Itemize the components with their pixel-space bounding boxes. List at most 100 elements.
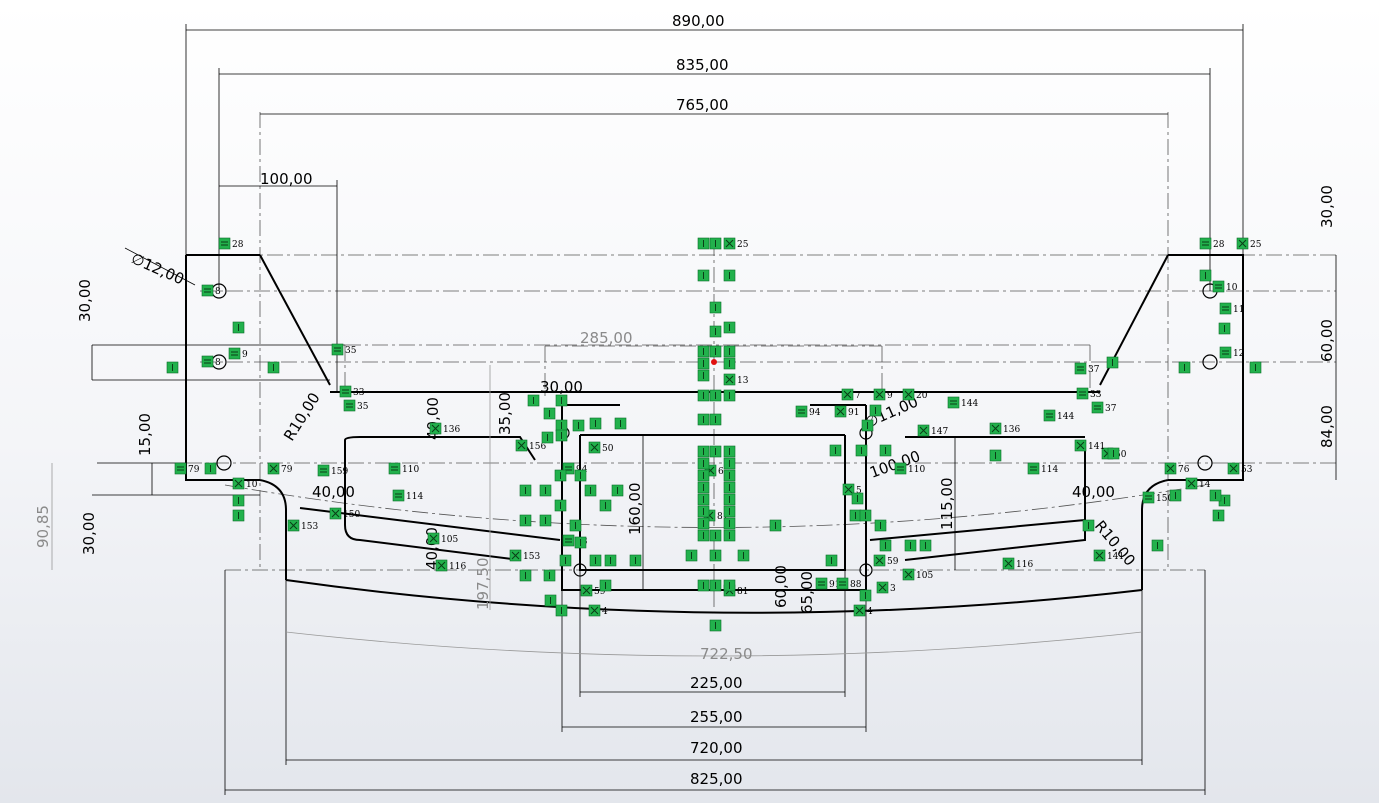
relation-marker-icon[interactable] — [232, 494, 245, 507]
relation-marker-icon[interactable] — [829, 444, 842, 457]
relation-fix-icon[interactable]: 4 — [853, 604, 873, 617]
dim-r10-left[interactable]: R10,00 — [280, 389, 324, 444]
relation-fix-icon[interactable]: 141 — [1074, 439, 1105, 452]
relation-marker-icon[interactable] — [697, 345, 710, 358]
dim-30-right[interactable]: 30,00 — [1318, 185, 1336, 228]
relation-fix-icon[interactable]: 116 — [1002, 557, 1033, 570]
relation-horizontal-icon[interactable]: 28 — [218, 237, 244, 250]
relation-marker-icon[interactable] — [589, 554, 602, 567]
relation-marker-icon[interactable] — [589, 417, 602, 430]
relation-marker-icon[interactable] — [879, 444, 892, 457]
dim-phi12[interactable]: ∅12,00 — [128, 249, 186, 288]
relation-horizontal-icon[interactable]: 28 — [1199, 237, 1225, 250]
relation-marker-icon[interactable] — [697, 579, 710, 592]
relation-marker-icon[interactable] — [539, 484, 552, 497]
relation-marker-icon[interactable] — [519, 484, 532, 497]
relation-marker-icon[interactable] — [723, 357, 736, 370]
relation-marker-icon[interactable] — [574, 536, 587, 549]
relation-marker-icon[interactable] — [629, 554, 642, 567]
relation-horizontal-icon[interactable]: 35 — [331, 343, 357, 356]
relation-marker-icon[interactable] — [232, 321, 245, 334]
relation-fix-icon[interactable]: 13 — [723, 373, 749, 386]
relation-fix-icon[interactable]: 150 — [329, 507, 360, 520]
relation-marker-icon[interactable] — [879, 539, 892, 552]
relation-marker-icon[interactable] — [709, 389, 722, 402]
relation-horizontal-icon[interactable]: 11 — [1219, 302, 1244, 315]
relation-marker-icon[interactable] — [723, 457, 736, 470]
dim-65-center[interactable]: 65,00 — [798, 571, 816, 614]
relation-fix-icon[interactable]: 79 — [267, 462, 293, 475]
relation-marker-icon[interactable] — [723, 579, 736, 592]
relation-marker-icon[interactable] — [723, 469, 736, 482]
relation-fix-icon[interactable]: 153 — [287, 519, 318, 532]
relation-marker-icon[interactable] — [559, 554, 572, 567]
dim-722-50[interactable]: 722,50 — [700, 645, 753, 663]
relation-marker-icon[interactable] — [723, 445, 736, 458]
relation-horizontal-icon[interactable]: 35 — [343, 399, 369, 412]
relation-fix-icon[interactable]: 10 — [232, 477, 258, 490]
relation-fix-icon[interactable]: 20 — [902, 388, 928, 401]
relation-marker-icon[interactable] — [614, 417, 627, 430]
relation-horizontal-icon[interactable]: 110 — [894, 462, 925, 475]
relation-marker-icon[interactable] — [709, 325, 722, 338]
relation-fix-icon[interactable]: 3 — [876, 581, 896, 594]
relation-horizontal-icon[interactable]: 144 — [1043, 409, 1074, 422]
relation-marker-icon[interactable] — [723, 269, 736, 282]
relation-fix-icon[interactable]: 147 — [917, 424, 948, 437]
relation-marker-icon[interactable] — [604, 554, 617, 567]
relation-horizontal-icon[interactable]: 8 — [201, 355, 221, 368]
relation-fix-icon[interactable]: 4 — [588, 604, 608, 617]
relation-marker-icon[interactable] — [697, 389, 710, 402]
dim-285[interactable]: 285,00 — [580, 329, 633, 347]
relation-horizontal-icon[interactable]: 150 — [1142, 491, 1173, 504]
relation-fix-icon[interactable]: 153 — [509, 549, 540, 562]
relation-fix-icon[interactable]: 105 — [427, 532, 458, 545]
relation-marker-icon[interactable] — [554, 469, 567, 482]
relation-marker-icon[interactable] — [543, 569, 556, 582]
dim-40-left[interactable]: 40,00 — [312, 483, 355, 501]
relation-horizontal-icon[interactable]: 79 — [174, 462, 200, 475]
relation-marker-icon[interactable] — [723, 505, 736, 518]
dim-40-right[interactable]: 40,00 — [1072, 483, 1115, 501]
relation-marker-icon[interactable] — [709, 413, 722, 426]
dim-720[interactable]: 720,00 — [690, 739, 743, 757]
relation-fix-icon[interactable]: 136 — [429, 422, 460, 435]
relation-marker-icon[interactable] — [697, 237, 710, 250]
dim-60-center[interactable]: 60,00 — [772, 565, 790, 608]
dim-30-lower[interactable]: 30,00 — [80, 512, 98, 555]
relation-marker-icon[interactable] — [723, 321, 736, 334]
relation-horizontal-icon[interactable]: 10 — [1212, 280, 1238, 293]
relation-marker-icon[interactable] — [1151, 539, 1164, 552]
relation-marker-icon[interactable] — [709, 345, 722, 358]
relation-marker-icon[interactable] — [723, 389, 736, 402]
relation-marker-icon[interactable] — [697, 413, 710, 426]
relation-marker-icon[interactable] — [709, 619, 722, 632]
dim-890[interactable]: 890,00 — [672, 12, 725, 30]
relation-fix-icon[interactable]: 59 — [580, 584, 606, 597]
relation-marker-icon[interactable] — [697, 357, 710, 370]
relation-marker-icon[interactable] — [527, 394, 540, 407]
relation-marker-icon[interactable] — [166, 361, 179, 374]
dim-30-left[interactable]: 30,00 — [76, 279, 94, 322]
dim-35[interactable]: 35,00 — [496, 392, 514, 435]
relation-marker-icon[interactable] — [543, 407, 556, 420]
relation-marker-icon[interactable] — [709, 301, 722, 314]
relation-marker-icon[interactable] — [204, 462, 217, 475]
relation-marker-icon[interactable] — [541, 431, 554, 444]
relation-marker-icon[interactable] — [849, 509, 862, 522]
relation-fix-icon[interactable]: 53 — [1227, 462, 1253, 475]
relation-marker-icon[interactable] — [599, 579, 612, 592]
relation-horizontal-icon[interactable]: 88 — [836, 577, 862, 590]
relation-fix-icon[interactable]: 91 — [834, 405, 859, 418]
relation-marker-icon[interactable] — [825, 554, 838, 567]
relation-marker-icon[interactable] — [555, 394, 568, 407]
relation-marker-icon[interactable] — [574, 469, 587, 482]
relation-marker-icon[interactable] — [709, 549, 722, 562]
relation-marker-icon[interactable] — [697, 517, 710, 530]
relation-fix-icon[interactable]: 50 — [588, 441, 614, 454]
dim-115[interactable]: 115,00 — [938, 478, 956, 531]
relation-marker-icon[interactable] — [737, 549, 750, 562]
relation-marker-icon[interactable] — [855, 444, 868, 457]
